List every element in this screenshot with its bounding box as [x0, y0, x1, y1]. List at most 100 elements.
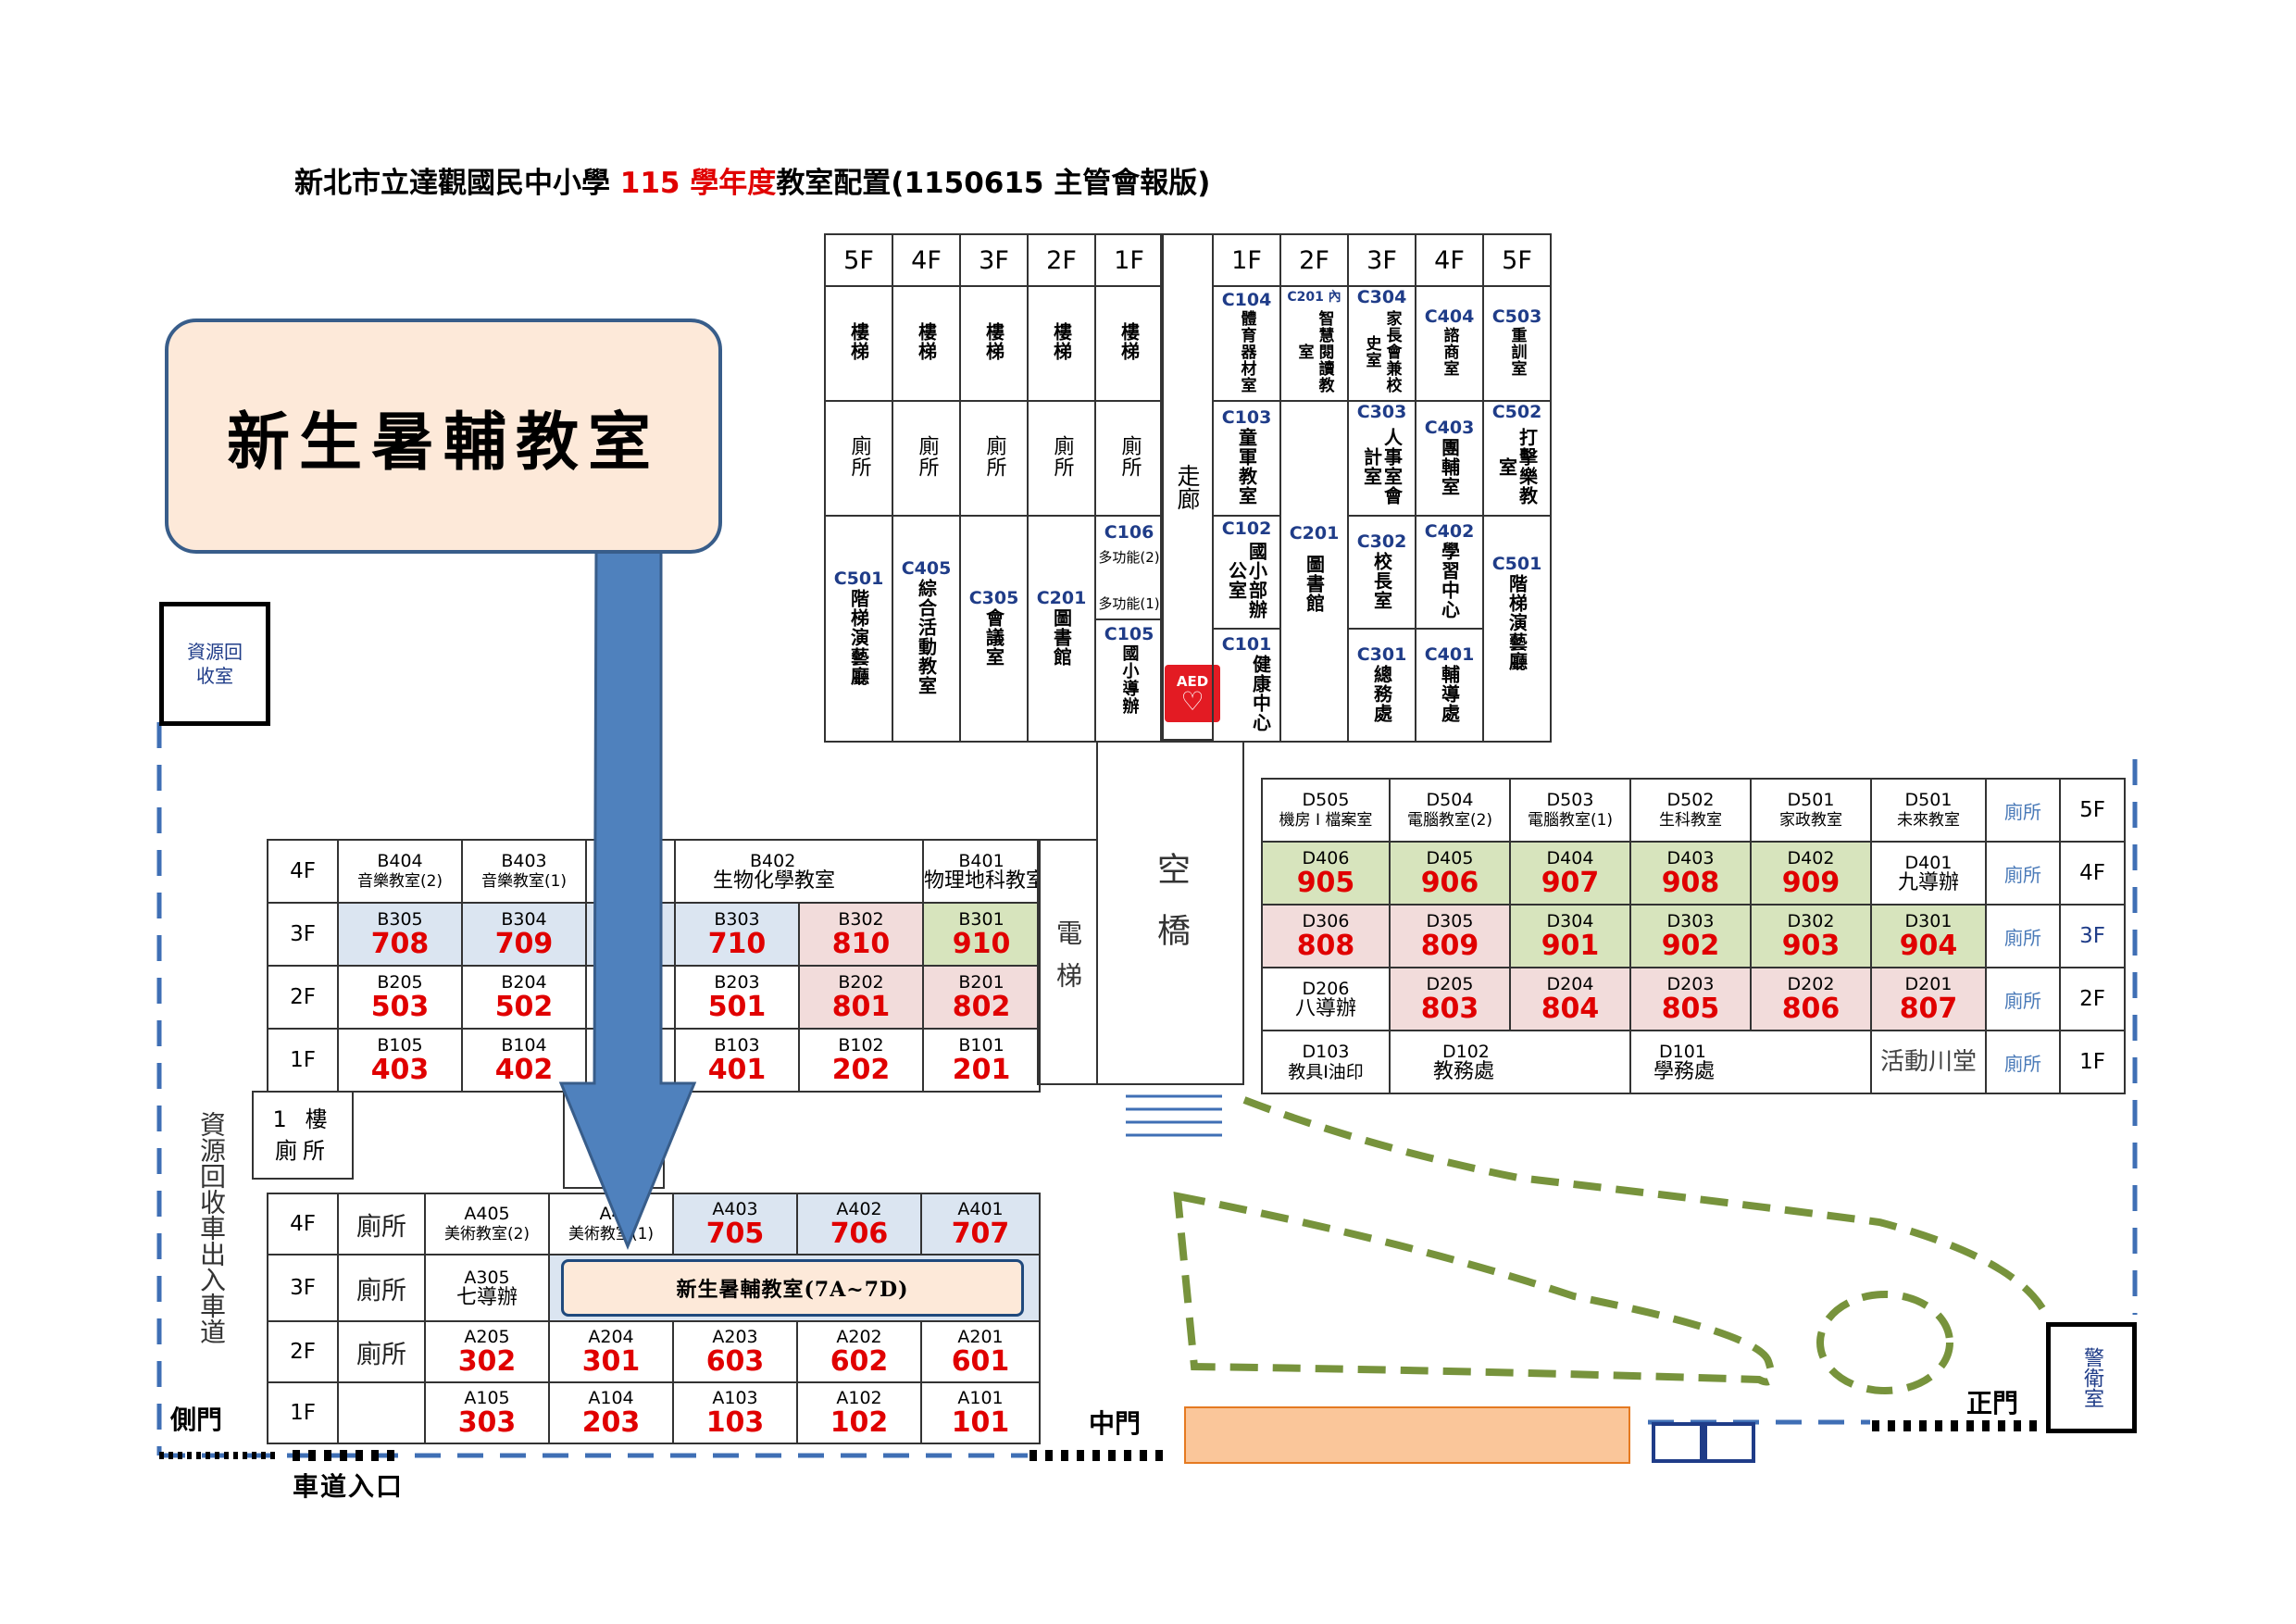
c-room-c106-c105: C106 多功能(2) 多功能(1) C105 國小導辦 [1094, 515, 1164, 743]
arrow-down-icon [558, 546, 697, 1250]
c-stairs: 樓梯 [892, 285, 961, 402]
d-floor-4f: 4F [2059, 841, 2126, 906]
c-toilet: 廁所 [1094, 400, 1164, 517]
b-floor-4f: 4F [267, 839, 339, 904]
c-stairs: 樓梯 [1094, 285, 1164, 402]
c-floor-5f: 5F [824, 233, 893, 287]
c-floor-5f: 5F [1482, 233, 1552, 287]
skybridge: 空橋 [1096, 741, 1244, 1085]
recycle-room: 資源回收室 [159, 602, 270, 726]
d-toilet: 廁所 [1985, 967, 2061, 1031]
d-toilet: 廁所 [1985, 778, 2061, 843]
guard-room: 警衛室 [2046, 1322, 2137, 1433]
c-toilet: 廁所 [959, 400, 1029, 517]
c-floor-4f: 4F [892, 233, 961, 287]
summer-class-callout: 新生暑輔教室 [165, 319, 722, 554]
c-stairs: 樓梯 [824, 285, 893, 402]
c-toilet: 廁所 [892, 400, 961, 517]
d-toilet: 廁所 [1985, 904, 2061, 968]
a-toilet: 廁所 [337, 1193, 426, 1255]
driveway-entrance-label: 車道入口 [293, 1471, 405, 1502]
c-room-c201-inner: C201 內智慧閱讀教室 [1279, 285, 1349, 402]
toilet-1f: 1 樓廁所 [252, 1091, 354, 1180]
a-empty [337, 1381, 426, 1444]
c-toilet: 廁所 [824, 400, 893, 517]
c-stairs: 樓梯 [1027, 285, 1096, 402]
a-toilet: 廁所 [337, 1320, 426, 1383]
b-floor-2f: 2F [267, 965, 339, 1030]
summer-class-label: 新生暑輔教室(7A~7D) [561, 1259, 1024, 1317]
c-block: 5F 4F 3F 2F 1F 樓梯 樓梯 樓梯 樓梯 樓梯 廁所 廁所 廁所 廁… [824, 233, 1554, 743]
c-stairs: 樓梯 [959, 285, 1029, 402]
b-floor-1f: 1F [267, 1028, 339, 1093]
a-toilet: 廁所 [337, 1254, 426, 1322]
c-floor-2f: 2F [1027, 233, 1096, 287]
page-title: 新北市立達觀國民中小學 115 學年度教室配置(1150615 主管會報版) [294, 167, 1211, 200]
side-gate-label: 側門 [170, 1405, 223, 1435]
d-floor-3f: 3F [2059, 904, 2126, 968]
c-toilet: 廁所 [1027, 400, 1096, 517]
c-floor-1f: 1F [1094, 233, 1164, 287]
c-empty [1279, 400, 1349, 516]
a-floor-4f: 4F [267, 1193, 339, 1255]
main-gate-label: 正門 [1966, 1388, 2019, 1418]
b-floor-3f: 3F [267, 902, 339, 967]
c-floor-4f: 4F [1415, 233, 1484, 287]
a-floor-1f: 1F [267, 1381, 339, 1444]
d-activity-hall: 活動川堂 [1870, 1030, 1987, 1094]
d-floor-1f: 1F [2059, 1030, 2126, 1094]
d-toilet: 廁所 [1985, 1030, 2061, 1094]
a-floor-2f: 2F [267, 1320, 339, 1383]
